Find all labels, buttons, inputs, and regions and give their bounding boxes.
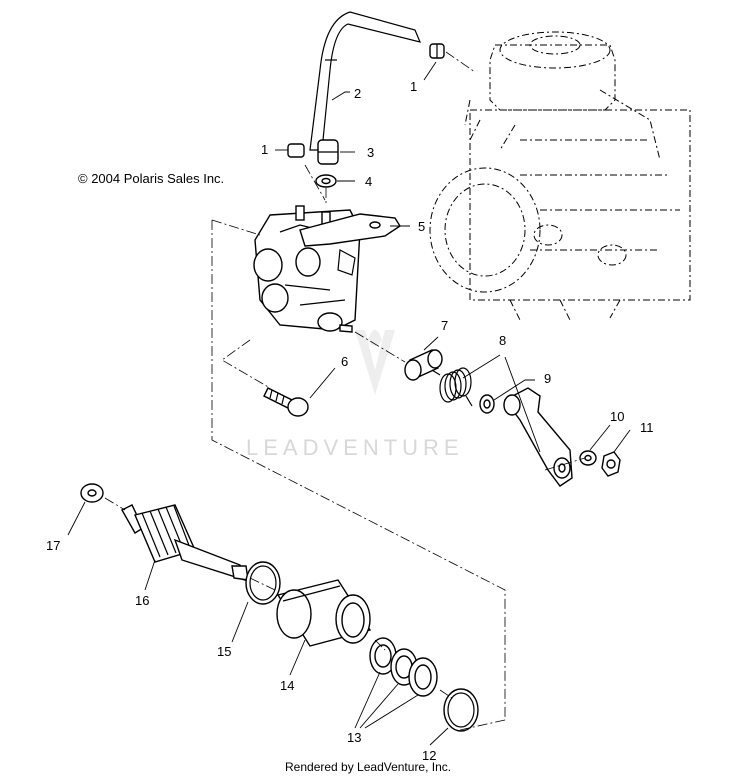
washer-10-hole <box>584 454 592 462</box>
assembly-center-lines <box>104 51 586 731</box>
callout-1-top: 1 <box>410 79 417 94</box>
leadventure-watermark-logo <box>355 330 395 395</box>
callout-5: 5 <box>418 219 425 234</box>
mounting-bracket <box>299 213 401 247</box>
callout-16: 16 <box>135 593 149 608</box>
callout-1-left: 1 <box>261 142 268 157</box>
hose-clamp-left <box>287 143 305 158</box>
carburetor-phantom <box>429 31 691 321</box>
callout-14: 14 <box>280 678 294 693</box>
washer-9-hole <box>483 399 491 409</box>
o-ring-12-inner <box>447 692 475 728</box>
hose-clamp-top <box>429 43 445 59</box>
callout-10: 10 <box>610 409 624 424</box>
callout-17: 17 <box>46 538 60 553</box>
callout-3: 3 <box>367 145 374 160</box>
torsion-spring <box>431 367 473 407</box>
washer-17-hole <box>87 489 97 497</box>
o-ring-15-inner <box>249 565 277 601</box>
callout-7: 7 <box>441 318 448 333</box>
fuel-hose <box>309 11 422 151</box>
pump-cylinder <box>276 579 372 647</box>
callout-15: 15 <box>217 644 231 659</box>
callout-12: 12 <box>422 748 436 763</box>
callout-11: 11 <box>640 420 654 435</box>
hose-fitting <box>317 139 339 165</box>
callout-9: 9 <box>544 371 551 386</box>
footer-credit: Rendered by LeadVenture, Inc. <box>285 760 451 774</box>
copyright-notice: © 2004 Polaris Sales Inc. <box>78 171 224 186</box>
callout-leaders <box>67 61 631 746</box>
watermark-text: LEADVENTURE <box>246 435 464 460</box>
callout-4: 4 <box>365 174 372 189</box>
seal-washer-stack <box>369 637 438 697</box>
callout-8: 8 <box>499 333 506 348</box>
mounting-bolt <box>263 387 309 417</box>
callout-6: 6 <box>341 354 348 369</box>
actuator-lever <box>503 387 573 487</box>
washer-4-hole <box>321 177 331 185</box>
hex-nut <box>601 451 621 477</box>
callout-2: 2 <box>354 86 361 101</box>
bushing-sleeve <box>404 349 443 381</box>
callout-labels: 1 2 1 3 4 5 6 7 8 9 10 11 17 16 15 14 13… <box>46 79 654 763</box>
drive-gear-shaft <box>121 504 249 582</box>
callout-13: 13 <box>347 730 361 745</box>
